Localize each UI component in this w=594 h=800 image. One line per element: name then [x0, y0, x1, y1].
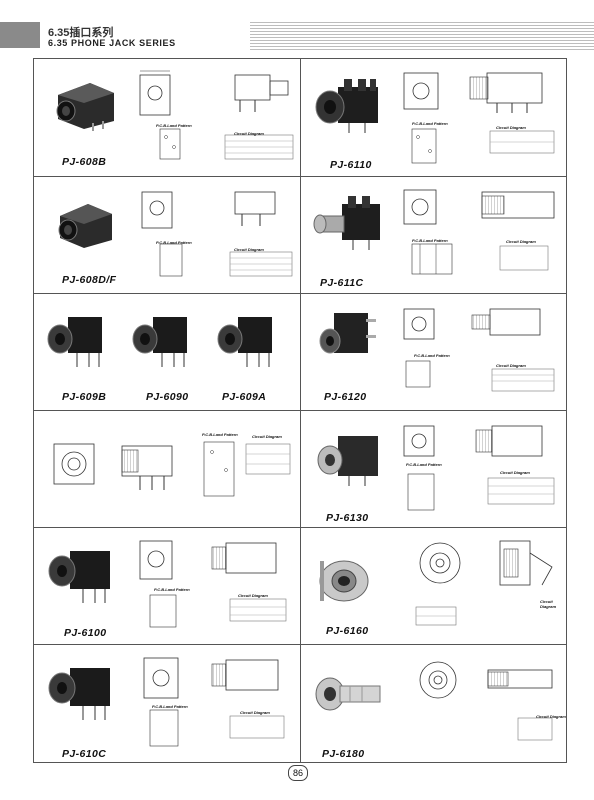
row-divider [34, 527, 566, 528]
product-label: PJ-6090 [146, 391, 189, 403]
jack-photo-pj6090 [132, 317, 187, 367]
jack-photo-pj609a [217, 317, 272, 367]
product-cell-pj6110: P.C.B.Land Pattern Circuit Diagram PJ-61… [300, 59, 566, 176]
circuit-caption: Circuit Diagram [240, 710, 270, 715]
jack-photo [319, 313, 376, 354]
technical-drawing [139, 540, 287, 628]
circuit-caption: Circuit Diagram [252, 434, 282, 439]
technical-drawing [53, 441, 291, 497]
product-label: PJ-611C [320, 277, 364, 289]
product-cell-pj6160: Circuit Diagram PJ-6160 [300, 527, 566, 644]
row-divider [34, 293, 566, 294]
catalog-frame: P.C.B.Land Pattern Circuit Diagram PJ-60… [33, 58, 567, 763]
jack-photo-pj609b [47, 317, 102, 367]
jack-photo [319, 560, 369, 602]
circuit-caption: Circuit Diagram [496, 363, 526, 368]
jack-photo [48, 668, 110, 720]
product-cell-drawing-only: P.C.B.Land Pattern Circuit Diagram [34, 410, 300, 527]
technical-drawing [403, 189, 555, 275]
jack-photo [48, 551, 110, 603]
pcb-caption: P.C.B.Land Pattern [156, 240, 192, 245]
technical-drawing [403, 72, 555, 164]
technical-drawing [143, 657, 285, 747]
technical-drawing [415, 540, 553, 626]
technical-drawing [139, 70, 294, 160]
header-rule-lines [250, 22, 594, 50]
circuit-caption: Circuit Diagram [506, 239, 536, 244]
section-title: 6.35插口系列 [48, 27, 114, 39]
technical-drawing [141, 191, 293, 277]
pcb-caption: P.C.B.Land Pattern [412, 121, 448, 126]
pcb-caption: P.C.B.Land Pattern [406, 462, 442, 467]
circuit-caption: Circuit Diagram [536, 714, 566, 719]
section-subtitle: 6.35 PHONE JACK SERIES [48, 38, 176, 48]
circuit-caption: Circuit Diagram [234, 247, 264, 252]
product-label: PJ-6120 [324, 391, 367, 403]
product-label: PJ-6160 [326, 625, 369, 637]
product-label: PJ-609B [62, 391, 107, 403]
product-label: PJ-610C [62, 748, 107, 760]
pcb-caption: P.C.B.Land Pattern [412, 238, 448, 243]
jack-photo [313, 196, 380, 250]
product-cell-pj608df: P.C.B.Land Pattern Circuit Diagram PJ-60… [34, 176, 300, 293]
product-cell-pj608b: P.C.B.Land Pattern Circuit Diagram PJ-60… [34, 59, 300, 176]
product-cell-pj609-group: PJ-609B PJ-6090 PJ-609A [34, 293, 300, 410]
row-divider [34, 644, 566, 645]
header-tab [0, 22, 40, 48]
technical-drawing [419, 661, 553, 741]
product-cell-pj6180: Circuit Diagram PJ-6180 [300, 644, 566, 761]
product-cell-pj6130: P.C.B.Land Pattern Circuit Diagram PJ-61… [300, 410, 566, 527]
product-label: PJ-6100 [64, 627, 107, 639]
circuit-caption: Circuit Diagram [496, 125, 526, 130]
row-divider [34, 176, 566, 177]
pcb-caption: P.C.B.Land Pattern [156, 123, 192, 128]
product-label: PJ-6110 [330, 159, 372, 171]
pcb-caption: P.C.B.Land Pattern [414, 353, 450, 358]
technical-drawing [403, 308, 555, 392]
product-label: PJ-608D/F [62, 274, 117, 286]
product-label: PJ-608B [62, 156, 107, 168]
product-cell-pj6100: P.C.B.Land Pattern Circuit Diagram PJ-61… [34, 527, 300, 644]
product-cell-pj610c: P.C.B.Land Pattern Circuit Diagram PJ-61… [34, 644, 300, 761]
product-label: PJ-6130 [326, 512, 369, 524]
jack-photo [315, 677, 381, 711]
page-number: 86 [288, 765, 308, 781]
circuit-caption: Circuit Diagram [540, 599, 557, 609]
circuit-caption: Circuit Diagram [234, 131, 264, 136]
jack-photo [58, 204, 112, 248]
product-label: PJ-609A [222, 391, 267, 403]
row-divider [34, 410, 566, 411]
circuit-caption: Circuit Diagram [500, 470, 530, 475]
product-cell-pj6120: P.C.B.Land Pattern Circuit Diagram PJ-61… [300, 293, 566, 410]
jack-photo [56, 83, 114, 131]
pcb-caption: P.C.B.Land Pattern [154, 587, 190, 592]
jack-photo [317, 436, 378, 486]
product-cell-pj611c: P.C.B.Land Pattern Circuit Diagram PJ-61… [300, 176, 566, 293]
pcb-caption: P.C.B.Land Pattern [202, 432, 238, 437]
jack-photo [315, 79, 378, 133]
pcb-caption: P.C.B.Land Pattern [152, 704, 188, 709]
technical-drawing [403, 425, 555, 511]
product-label: PJ-6180 [322, 748, 365, 760]
circuit-caption: Circuit Diagram [238, 593, 268, 598]
